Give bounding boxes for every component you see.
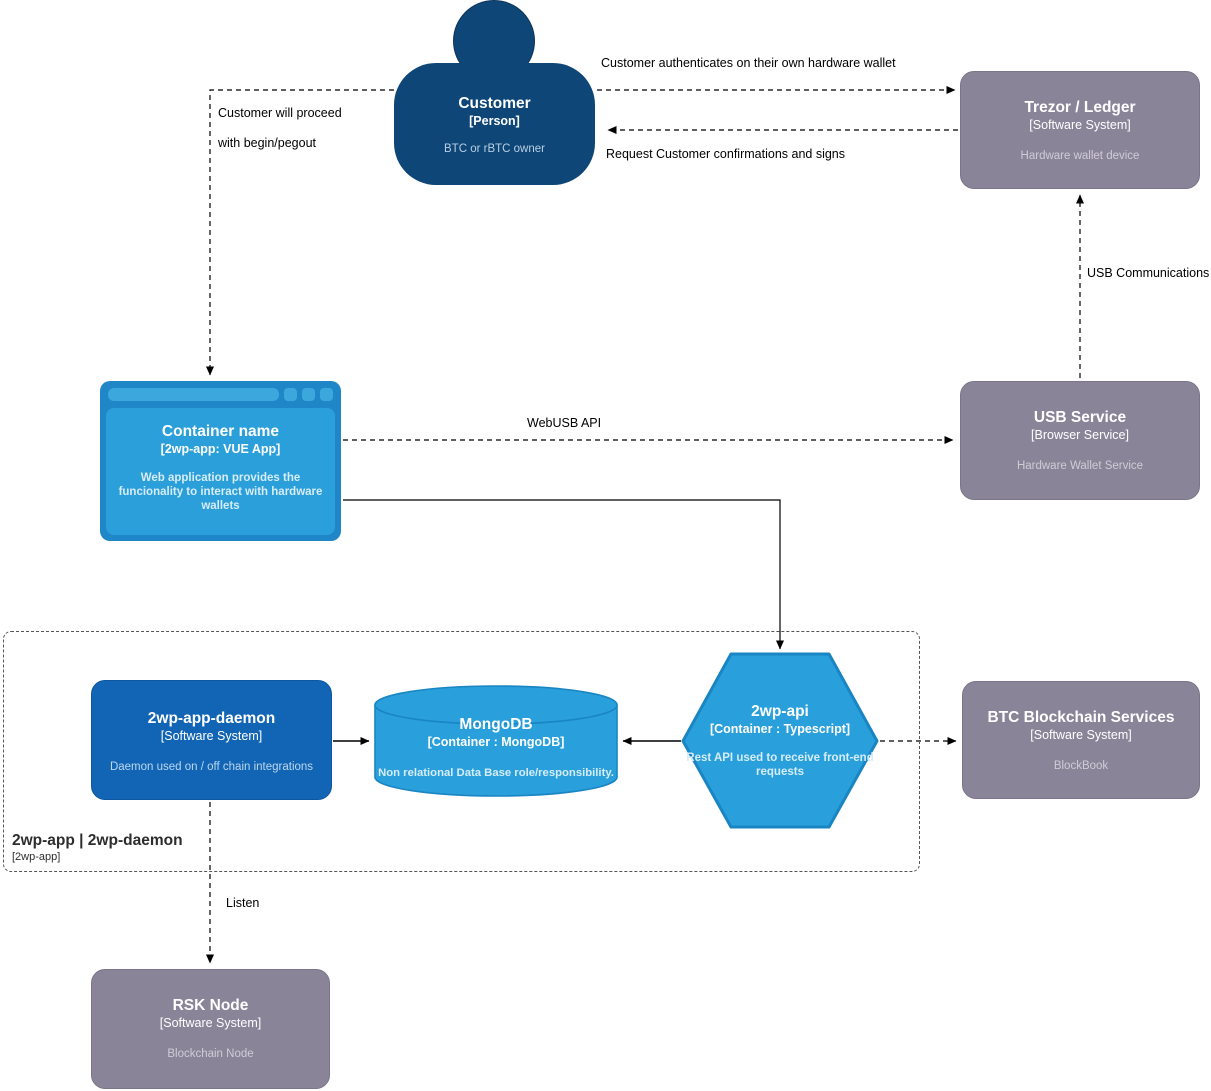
node-description: BTC or rBTC owner (444, 143, 545, 155)
node-trezor-ledger[interactable]: Trezor / Ledger [Software System] Hardwa… (960, 71, 1200, 189)
node-description: Non relational Data Base role/responsibi… (378, 767, 614, 779)
node-title: BTC Blockchain Services (987, 709, 1175, 726)
node-api-shape[interactable] (681, 652, 879, 829)
boundary-subtitle: [2wp-app] (12, 851, 61, 863)
boundary-title: 2wp-app | 2wp-daemon (12, 832, 183, 849)
node-title: 2wp-api (751, 703, 809, 720)
node-title: MongoDB (459, 716, 533, 733)
node-description: Rest API used to receive front-end reque… (686, 752, 874, 778)
node-subtitle: [Software System] (1030, 728, 1132, 742)
edge-label-usb-communications: USB Communications (1087, 266, 1210, 280)
browser-button-icon (284, 388, 297, 401)
node-usb-service[interactable]: USB Service [Browser Service] Hardware W… (960, 381, 1200, 500)
node-title: RSK Node (172, 997, 249, 1014)
node-mongodb-label: MongoDB [Container : MongoDB] Non relati… (375, 686, 617, 796)
node-description: Daemon used on / off chain integrations (109, 761, 314, 773)
node-description: Blockchain Node (167, 1048, 254, 1060)
node-daemon[interactable]: 2wp-app-daemon [Software System] Daemon … (91, 680, 332, 800)
boundary-2wp-app: 2wp-app | 2wp-daemon [2wp-app] (3, 631, 920, 872)
node-description: Hardware wallet device (1020, 150, 1140, 162)
node-subtitle: [Container : MongoDB] (427, 735, 565, 749)
node-description: Hardware Wallet Service (1016, 460, 1144, 472)
node-subtitle: [Container : Typescript] (709, 722, 851, 736)
node-title: Customer (458, 95, 531, 112)
node-subtitle: [Software System] (160, 729, 263, 743)
node-subtitle: [Browser Service] (1031, 428, 1129, 442)
node-container-name[interactable]: Container name [2wp-app: VUE App] Web ap… (100, 381, 341, 541)
node-customer[interactable]: Customer [Person] BTC or rBTC owner (394, 63, 595, 185)
node-title: USB Service (1033, 409, 1127, 426)
cylinder-rim (374, 704, 618, 725)
edge-customer-proceed (206, 89, 394, 376)
browser-topbar (100, 381, 341, 408)
edge-label-proceed-2: with begin/pegout (218, 136, 316, 150)
node-subtitle: [Software System] (159, 1016, 262, 1030)
edge-label-request-confirmations: Request Customer confirmations and signs (606, 147, 846, 161)
node-subtitle: [Software System] (1029, 118, 1131, 132)
edge-label-listen: Listen (226, 896, 260, 910)
node-btc-services[interactable]: BTC Blockchain Services [Software System… (962, 681, 1200, 799)
edge-webapp-to-api (343, 499, 784, 650)
browser-addressbar (108, 388, 279, 401)
edge-label-authenticate: Customer authenticates on their own hard… (601, 56, 896, 70)
node-rsk-node[interactable]: RSK Node [Software System] Blockchain No… (91, 969, 330, 1089)
browser-content-panel: Container name [2wp-app: VUE App] Web ap… (106, 408, 335, 535)
node-api-label: 2wp-api [Container : Typescript] Rest AP… (683, 653, 877, 828)
node-subtitle: [2wp-app: VUE App] (160, 442, 281, 456)
node-subtitle: [Person] (469, 114, 520, 128)
cylinder-body (374, 685, 618, 797)
edge-label-webusb-api: WebUSB API (527, 416, 602, 430)
node-description: Web application provides the funcionalit… (118, 472, 323, 512)
node-mongodb-shape[interactable] (374, 685, 618, 797)
edge-label-proceed-1: Customer will proceed (218, 106, 342, 120)
browser-button-icon (302, 388, 315, 401)
boundary-label: 2wp-app | 2wp-daemon [2wp-app] (12, 831, 183, 864)
node-description: BlockBook (1053, 760, 1109, 772)
node-title: Container name (161, 423, 280, 440)
node-title: 2wp-app-daemon (147, 710, 276, 727)
node-title: Trezor / Ledger (1024, 99, 1136, 116)
browser-button-icon (320, 388, 333, 401)
